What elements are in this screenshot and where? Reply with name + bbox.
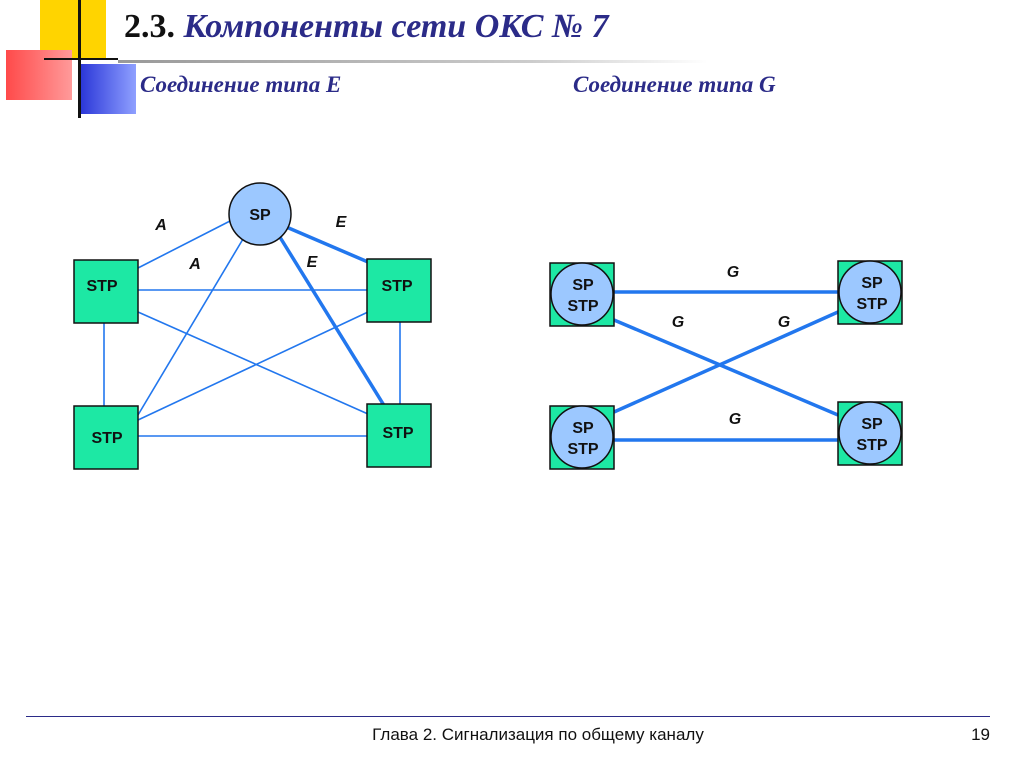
link-e-outer-label: E bbox=[336, 214, 348, 231]
diagram-type-e: SP STP STP STP STP A A E E bbox=[73, 182, 432, 470]
stp-bottom-right-label: STP bbox=[382, 425, 413, 442]
diagram-type-g: SP STP SP STP SP STP SP STP G G G G bbox=[549, 260, 903, 470]
sp-node bbox=[228, 182, 292, 246]
stp-node-top-right bbox=[366, 258, 432, 323]
link-e-inner-label: E bbox=[307, 254, 319, 271]
node-br-line1: SP bbox=[861, 416, 883, 433]
sp-stp-node-top-left-circle bbox=[550, 262, 614, 326]
decor-horizontal-line bbox=[44, 58, 118, 60]
sp-stp-node-bottom-left-circle bbox=[550, 405, 614, 469]
title-number: 2.3. bbox=[124, 8, 175, 45]
node-tl-line2: STP bbox=[567, 298, 598, 315]
footer-chapter: Глава 2. Сигнализация по общему каналу bbox=[372, 725, 704, 744]
link-g-cross-left-label: G bbox=[672, 314, 684, 331]
sp-stp-node-bottom-right-circle bbox=[838, 401, 902, 465]
footer-divider bbox=[26, 716, 990, 717]
node-tr-line1: SP bbox=[861, 275, 883, 292]
node-br-line2: STP bbox=[856, 437, 887, 454]
sp-node-label: SP bbox=[249, 207, 271, 224]
title-text: Компоненты сети ОКС № 7 bbox=[183, 8, 609, 45]
link-stp-tl-br bbox=[137, 311, 369, 415]
stp-top-right-label: STP bbox=[381, 278, 412, 295]
node-bl-line2: STP bbox=[567, 441, 598, 458]
link-g-bottom-label: G bbox=[729, 411, 741, 428]
link-a-outer bbox=[137, 219, 233, 269]
decor-blue-block bbox=[80, 64, 136, 114]
subtitle-type-e: Соединение типа E bbox=[140, 72, 342, 97]
stp-node-bottom-right bbox=[366, 403, 432, 468]
stp-node-bottom-left bbox=[73, 405, 139, 470]
sp-stp-node-top-right-circle bbox=[838, 260, 902, 324]
stp-bottom-left-label: STP bbox=[91, 430, 122, 447]
stp-node-top-left bbox=[73, 259, 139, 324]
title-underline bbox=[118, 60, 708, 63]
link-e-outer bbox=[283, 224, 369, 264]
node-tr-line2: STP bbox=[856, 296, 887, 313]
page-title: 2.3. Компоненты сети ОКС № 7 bbox=[124, 8, 609, 46]
link-a-inner bbox=[137, 233, 247, 416]
link-g-cross-right-label: G bbox=[778, 314, 790, 331]
link-a-inner-label: A bbox=[188, 256, 201, 273]
page-number: 19 bbox=[971, 725, 990, 744]
link-stp-bl-tr bbox=[137, 311, 369, 421]
link-g-cross-down bbox=[613, 318, 839, 417]
link-e-inner bbox=[276, 233, 387, 408]
node-bl-line1: SP bbox=[572, 420, 594, 437]
node-tl-line1: SP bbox=[572, 277, 594, 294]
link-a-outer-label: A bbox=[154, 217, 167, 234]
link-g-cross-up bbox=[613, 310, 839, 414]
stp-top-left-label: STP bbox=[86, 278, 117, 295]
link-g-top-label: G bbox=[727, 264, 739, 281]
subtitle-type-g: Соединение типа G bbox=[573, 72, 776, 97]
